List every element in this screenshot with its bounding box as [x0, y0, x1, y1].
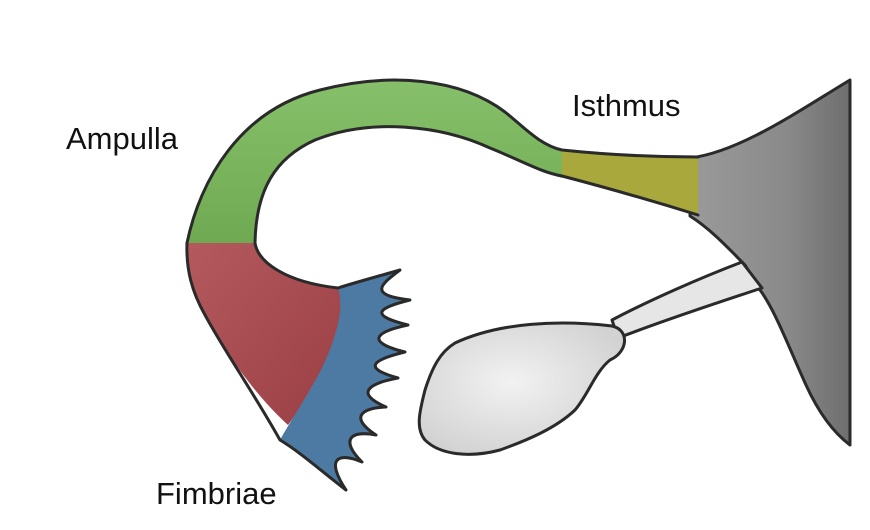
tube-outline-top	[185, 78, 700, 245]
fimbriae-fringe	[280, 270, 410, 490]
infundibulum-segment	[186, 243, 346, 425]
fimbriae-outline	[333, 268, 412, 491]
tube-outline-bottom	[253, 125, 700, 290]
funnel-outline	[185, 241, 348, 492]
isthmus-segment	[560, 150, 698, 215]
ampulla-segment	[187, 80, 562, 243]
ovarian-ligament	[610, 260, 764, 340]
ovary-shape	[417, 321, 626, 456]
isthmus-label: Isthmus	[572, 88, 681, 123]
uterus-shape	[688, 78, 852, 447]
ampulla-label: Ampulla	[66, 121, 178, 156]
fimbriae-label: Fimbriae	[156, 476, 277, 511]
